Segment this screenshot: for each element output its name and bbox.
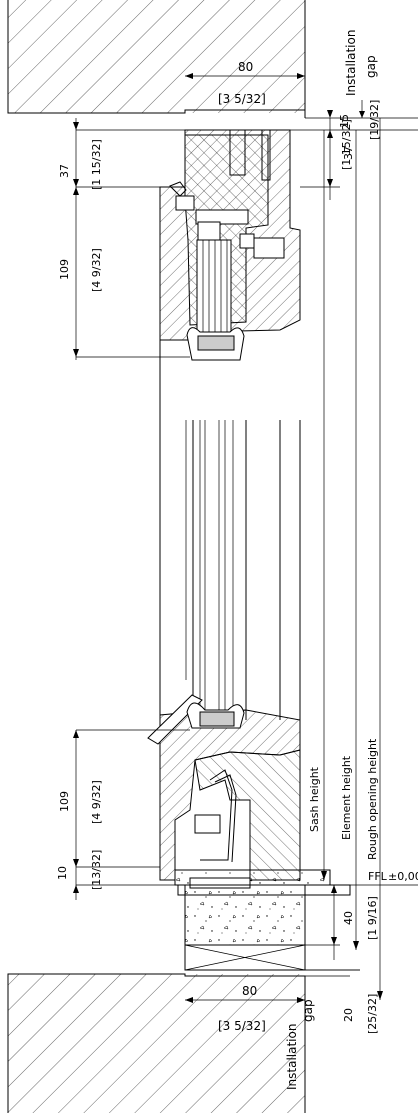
rough-opening-height-label: Rough opening height xyxy=(366,738,379,860)
bottom-gap-mm: 20 xyxy=(342,1008,355,1022)
top-gap-mm: 15 xyxy=(338,114,351,128)
installation-gap-top-line2: gap xyxy=(364,55,378,78)
bottom-width-in: [3 5/32] xyxy=(218,1019,266,1033)
ffl-marker: FFL ±0,00 xyxy=(300,870,418,886)
top-width-dimension: 80 [3 5/32] xyxy=(185,60,305,106)
top-installation-gap-label: Installation gap xyxy=(344,30,378,118)
head-right-mm: 37 xyxy=(342,146,355,160)
ffl-label: FFL xyxy=(368,870,388,883)
sill-depth-mm: 40 xyxy=(342,911,355,925)
installation-gap-bottom-line1: Installation xyxy=(285,1024,299,1090)
bottom-width-mm: 80 xyxy=(242,984,257,998)
head-dimensions: 37 [1 15/32] 109 [4 9/32] 37 [1 15/32] 1… xyxy=(58,100,418,360)
bottom-gap-in: [25/32] xyxy=(366,994,379,1034)
height-labels: Sash height Element height Rough opening… xyxy=(308,738,383,1000)
bottom-wall xyxy=(7,973,306,1113)
installation-gap-bottom-line2: gap xyxy=(301,999,315,1022)
head-glass-in: [4 9/32] xyxy=(90,248,103,292)
top-wall xyxy=(7,0,306,118)
sash-height-label: Sash height xyxy=(308,766,321,832)
head-right-in: [1 15/32] xyxy=(340,119,353,170)
ffl-level: ±0,00 xyxy=(388,870,418,883)
concrete-base: 40 [1 9/16] xyxy=(184,884,379,971)
head-left-mm: 37 xyxy=(58,164,71,178)
bottom-dimensions: 80 [3 5/32] 20 [25/32] Installation gap xyxy=(185,969,379,1090)
installation-gap-top-line1: Installation xyxy=(344,30,358,96)
sill-small-mm: 10 xyxy=(56,866,69,880)
sill-small-in: [13/32] xyxy=(90,850,103,890)
sill-dimensions: 109 [4 9/32] 10 [13/32] xyxy=(56,729,190,900)
top-width-in: [3 5/32] xyxy=(218,92,266,106)
top-width-mm: 80 xyxy=(238,60,253,74)
head-glass-mm: 109 xyxy=(58,259,71,280)
head-frame-section xyxy=(159,129,301,361)
sill-depth-in: [1 9/16] xyxy=(366,896,379,940)
top-gap-in: [19/32] xyxy=(368,100,381,140)
head-left-in: [1 15/32] xyxy=(90,139,103,190)
sill-glass-mm: 109 xyxy=(58,791,71,812)
sill-glass-in: [4 9/32] xyxy=(90,780,103,824)
element-height-label: Element height xyxy=(340,755,353,840)
sill-section xyxy=(147,694,351,896)
